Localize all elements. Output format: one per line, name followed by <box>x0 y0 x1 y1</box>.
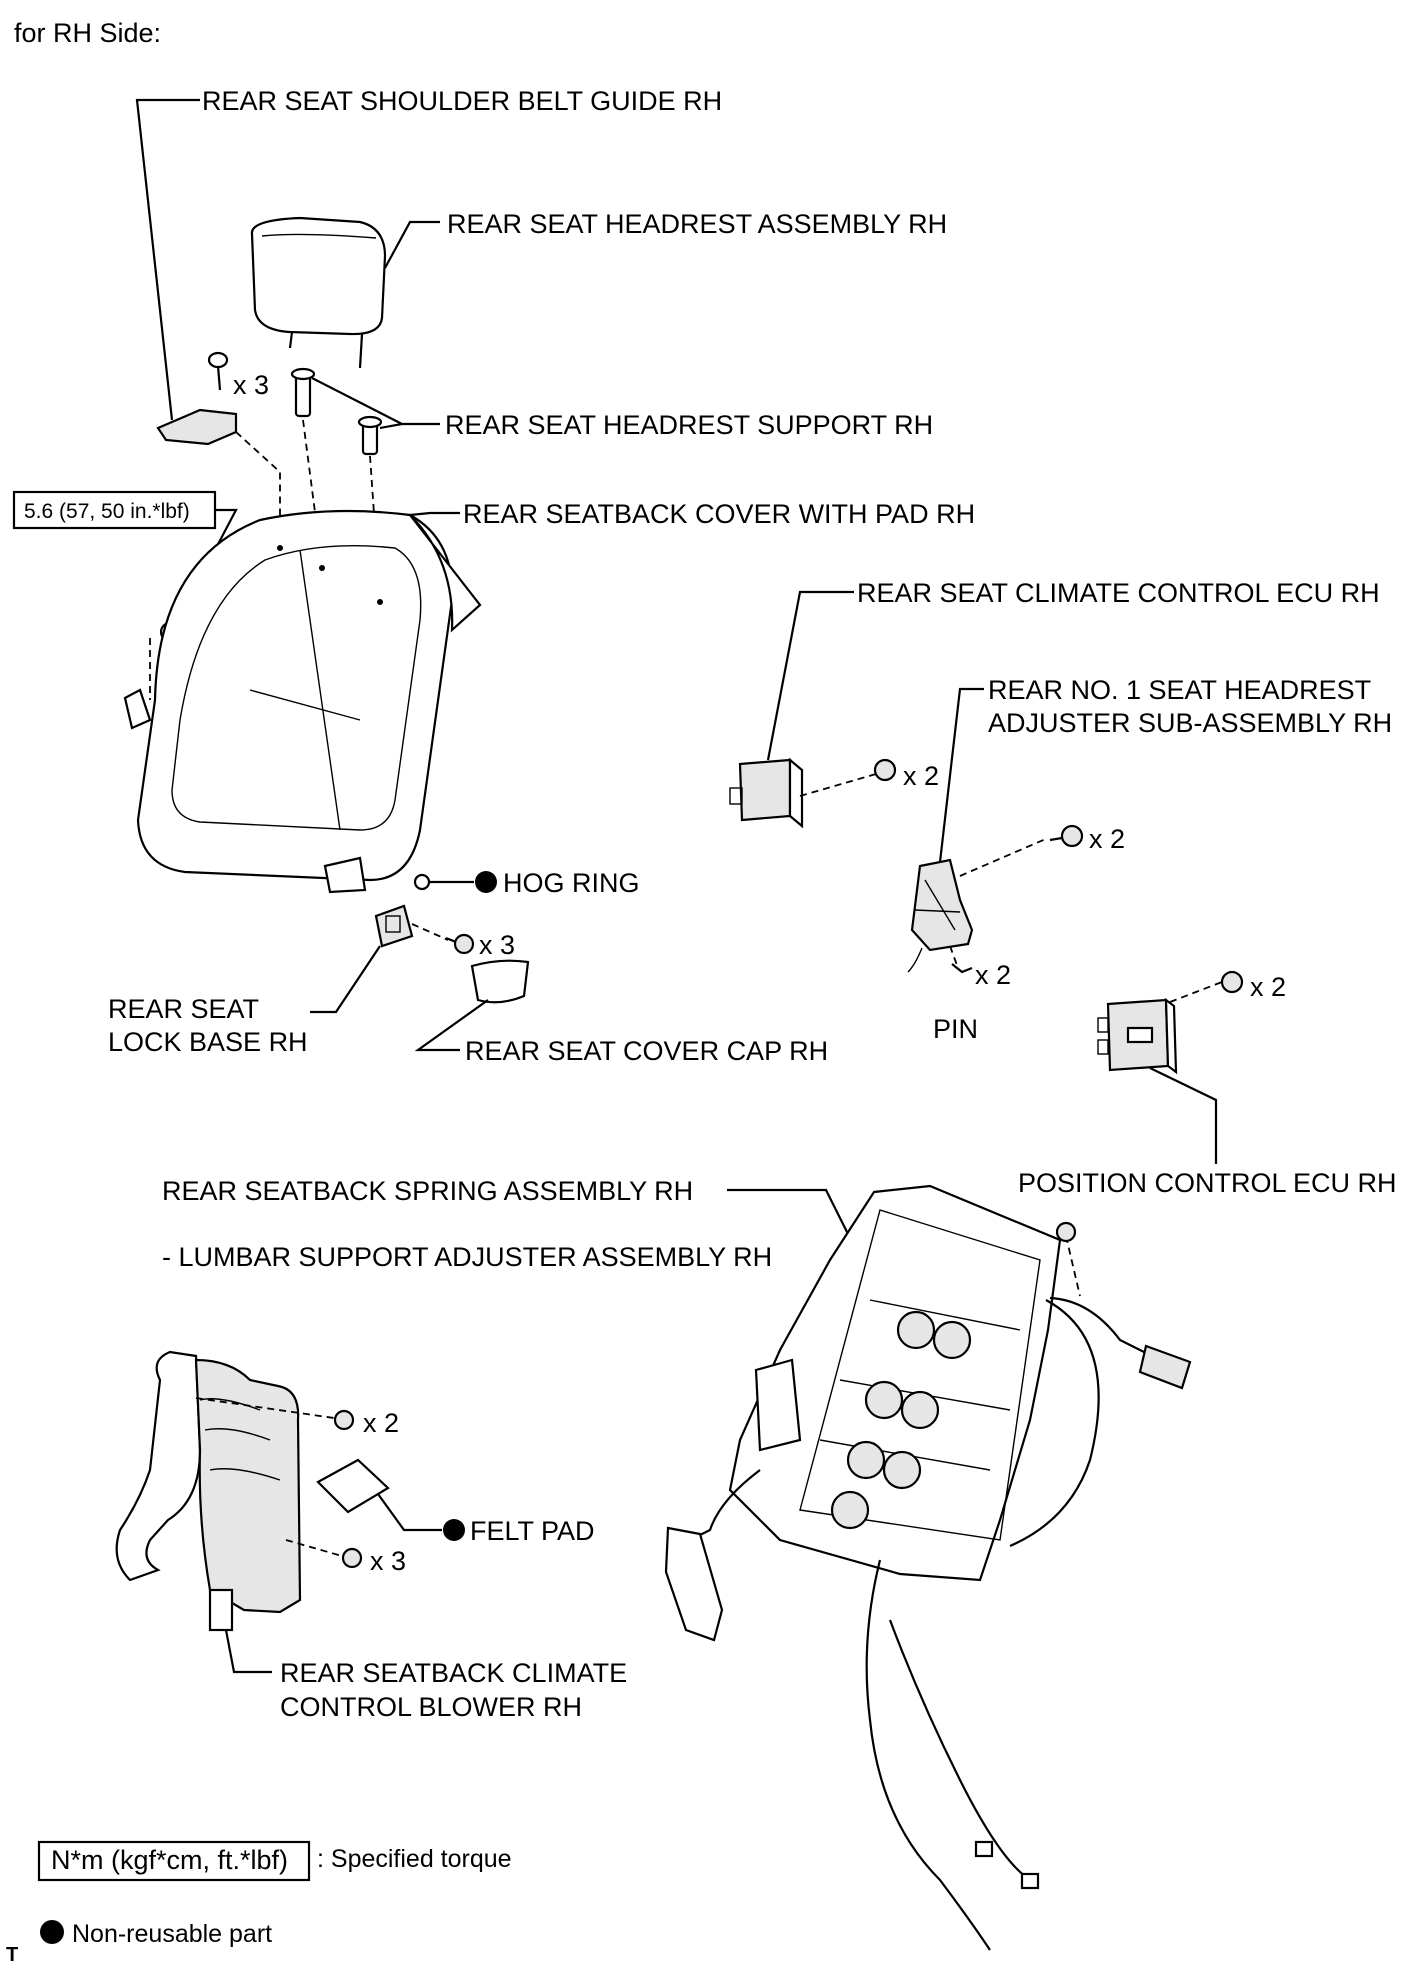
climate-ecu-icon <box>729 757 804 829</box>
spring-assembly-leader <box>727 1188 849 1235</box>
legend-nonreusable-dot <box>40 1920 64 1944</box>
label-hog-ring: HOG RING <box>503 868 640 898</box>
screw-icon <box>333 1409 355 1431</box>
screw-icon <box>207 351 229 391</box>
qty-blower-nuts: x 3 <box>370 1546 406 1576</box>
felt-pad-icon <box>316 1458 390 1514</box>
legend-nonreusable-text: Non-reusable part <box>72 1920 272 1948</box>
adjuster-leader <box>938 687 984 863</box>
label-pin: PIN <box>933 1014 978 1044</box>
hog-ring-icon <box>413 873 431 891</box>
label-headrest-assembly: REAR SEAT HEADREST ASSEMBLY RH <box>447 209 947 239</box>
legend-torque-box-text: N*m (kgf*cm, ft.*lbf) <box>51 1845 288 1875</box>
label-lock-base-line2: LOCK BASE RH <box>108 1027 308 1057</box>
footer-mark: T <box>6 1944 18 1963</box>
blower-illustration <box>115 1350 302 1632</box>
label-felt-pad: FELT PAD <box>470 1516 595 1546</box>
label-spring-assembly: REAR SEATBACK SPRING ASSEMBLY RH <box>162 1176 693 1206</box>
cover-cap-leader <box>414 999 489 1052</box>
cover-cap-icon <box>470 959 530 1004</box>
belt-guide-icon <box>156 408 238 446</box>
legend-torque-box <box>37 1840 311 1882</box>
climate-ecu-leader <box>766 590 854 761</box>
belt-guide-leader <box>135 98 200 421</box>
headrest-support-icons <box>290 367 383 456</box>
nut-icon <box>1055 1221 1077 1243</box>
bolt-icon <box>1049 824 1084 848</box>
qty-lock-base-screws: x 3 <box>479 930 515 960</box>
label-seatback-cover: REAR SEATBACK COVER WITH PAD RH <box>463 499 975 529</box>
torque-spec-value: 5.6 (57, 50 in.*lbf) <box>24 500 190 523</box>
label-shoulder-belt-guide: REAR SEAT SHOULDER BELT GUIDE RH <box>202 86 722 116</box>
climate-ecu-dashline <box>799 773 877 797</box>
adjuster-icon <box>907 858 974 973</box>
position-ecu-icon <box>1097 997 1178 1075</box>
position-ecu-dashline <box>1169 981 1223 1003</box>
label-position-ecu: POSITION CONTROL ECU RH <box>1018 1168 1397 1198</box>
label-adjuster-line1: REAR NO. 1 SEAT HEADREST <box>988 675 1371 705</box>
pin-dashline <box>949 945 959 969</box>
lock-base-icon <box>374 904 414 948</box>
nonreusable-dot-felt-pad <box>443 1519 465 1541</box>
nut-icon <box>873 758 897 782</box>
nut-icon <box>1220 970 1244 994</box>
seatback-cover-leader <box>409 511 460 517</box>
qty-adjuster-bolts: x 2 <box>1089 824 1125 854</box>
qty-position-ecu-nuts: x 2 <box>1250 972 1286 1002</box>
spring-assembly-illustration <box>664 1184 1192 1951</box>
seatback-cover-illustration <box>123 509 482 894</box>
page-title: for RH Side: <box>14 18 161 48</box>
label-cover-cap: REAR SEAT COVER CAP RH <box>465 1036 828 1066</box>
headrest-illustration <box>250 216 387 369</box>
legend-torque-text: : Specified torque <box>317 1845 512 1873</box>
headrest-leader <box>384 220 440 269</box>
adjuster-dashline <box>959 837 1049 877</box>
label-lumbar-adjuster: - LUMBAR SUPPORT ADJUSTER ASSEMBLY RH <box>162 1242 772 1272</box>
qty-climate-ecu-nuts: x 2 <box>903 761 939 791</box>
blower-nut-dashline <box>285 1539 343 1557</box>
label-adjuster-line2: ADJUSTER SUB-ASSEMBLY RH <box>988 708 1392 738</box>
lock-base-dashline <box>411 923 449 941</box>
lock-base-leader <box>310 945 381 1014</box>
pin-icon <box>951 963 973 974</box>
label-headrest-support: REAR SEAT HEADREST SUPPORT RH <box>445 410 933 440</box>
qty-blower-screws: x 2 <box>363 1408 399 1438</box>
label-blower-line2: CONTROL BLOWER RH <box>280 1692 582 1722</box>
qty-belt-guide-screws: x 3 <box>233 370 269 400</box>
label-lock-base-line1: REAR SEAT <box>108 994 259 1024</box>
position-ecu-leader <box>1149 1067 1218 1164</box>
screw-icon <box>445 933 475 955</box>
nut-icon <box>341 1547 363 1569</box>
label-climate-ecu: REAR SEAT CLIMATE CONTROL ECU RH <box>857 578 1380 608</box>
label-blower-line1: REAR SEATBACK CLIMATE <box>280 1658 627 1688</box>
felt-pad-leader <box>377 1493 442 1532</box>
headrest-support-leader-b <box>379 422 403 430</box>
qty-pins: x 2 <box>975 960 1011 990</box>
nonreusable-dot-hog-ring <box>475 871 497 893</box>
blower-leader <box>224 1629 272 1674</box>
